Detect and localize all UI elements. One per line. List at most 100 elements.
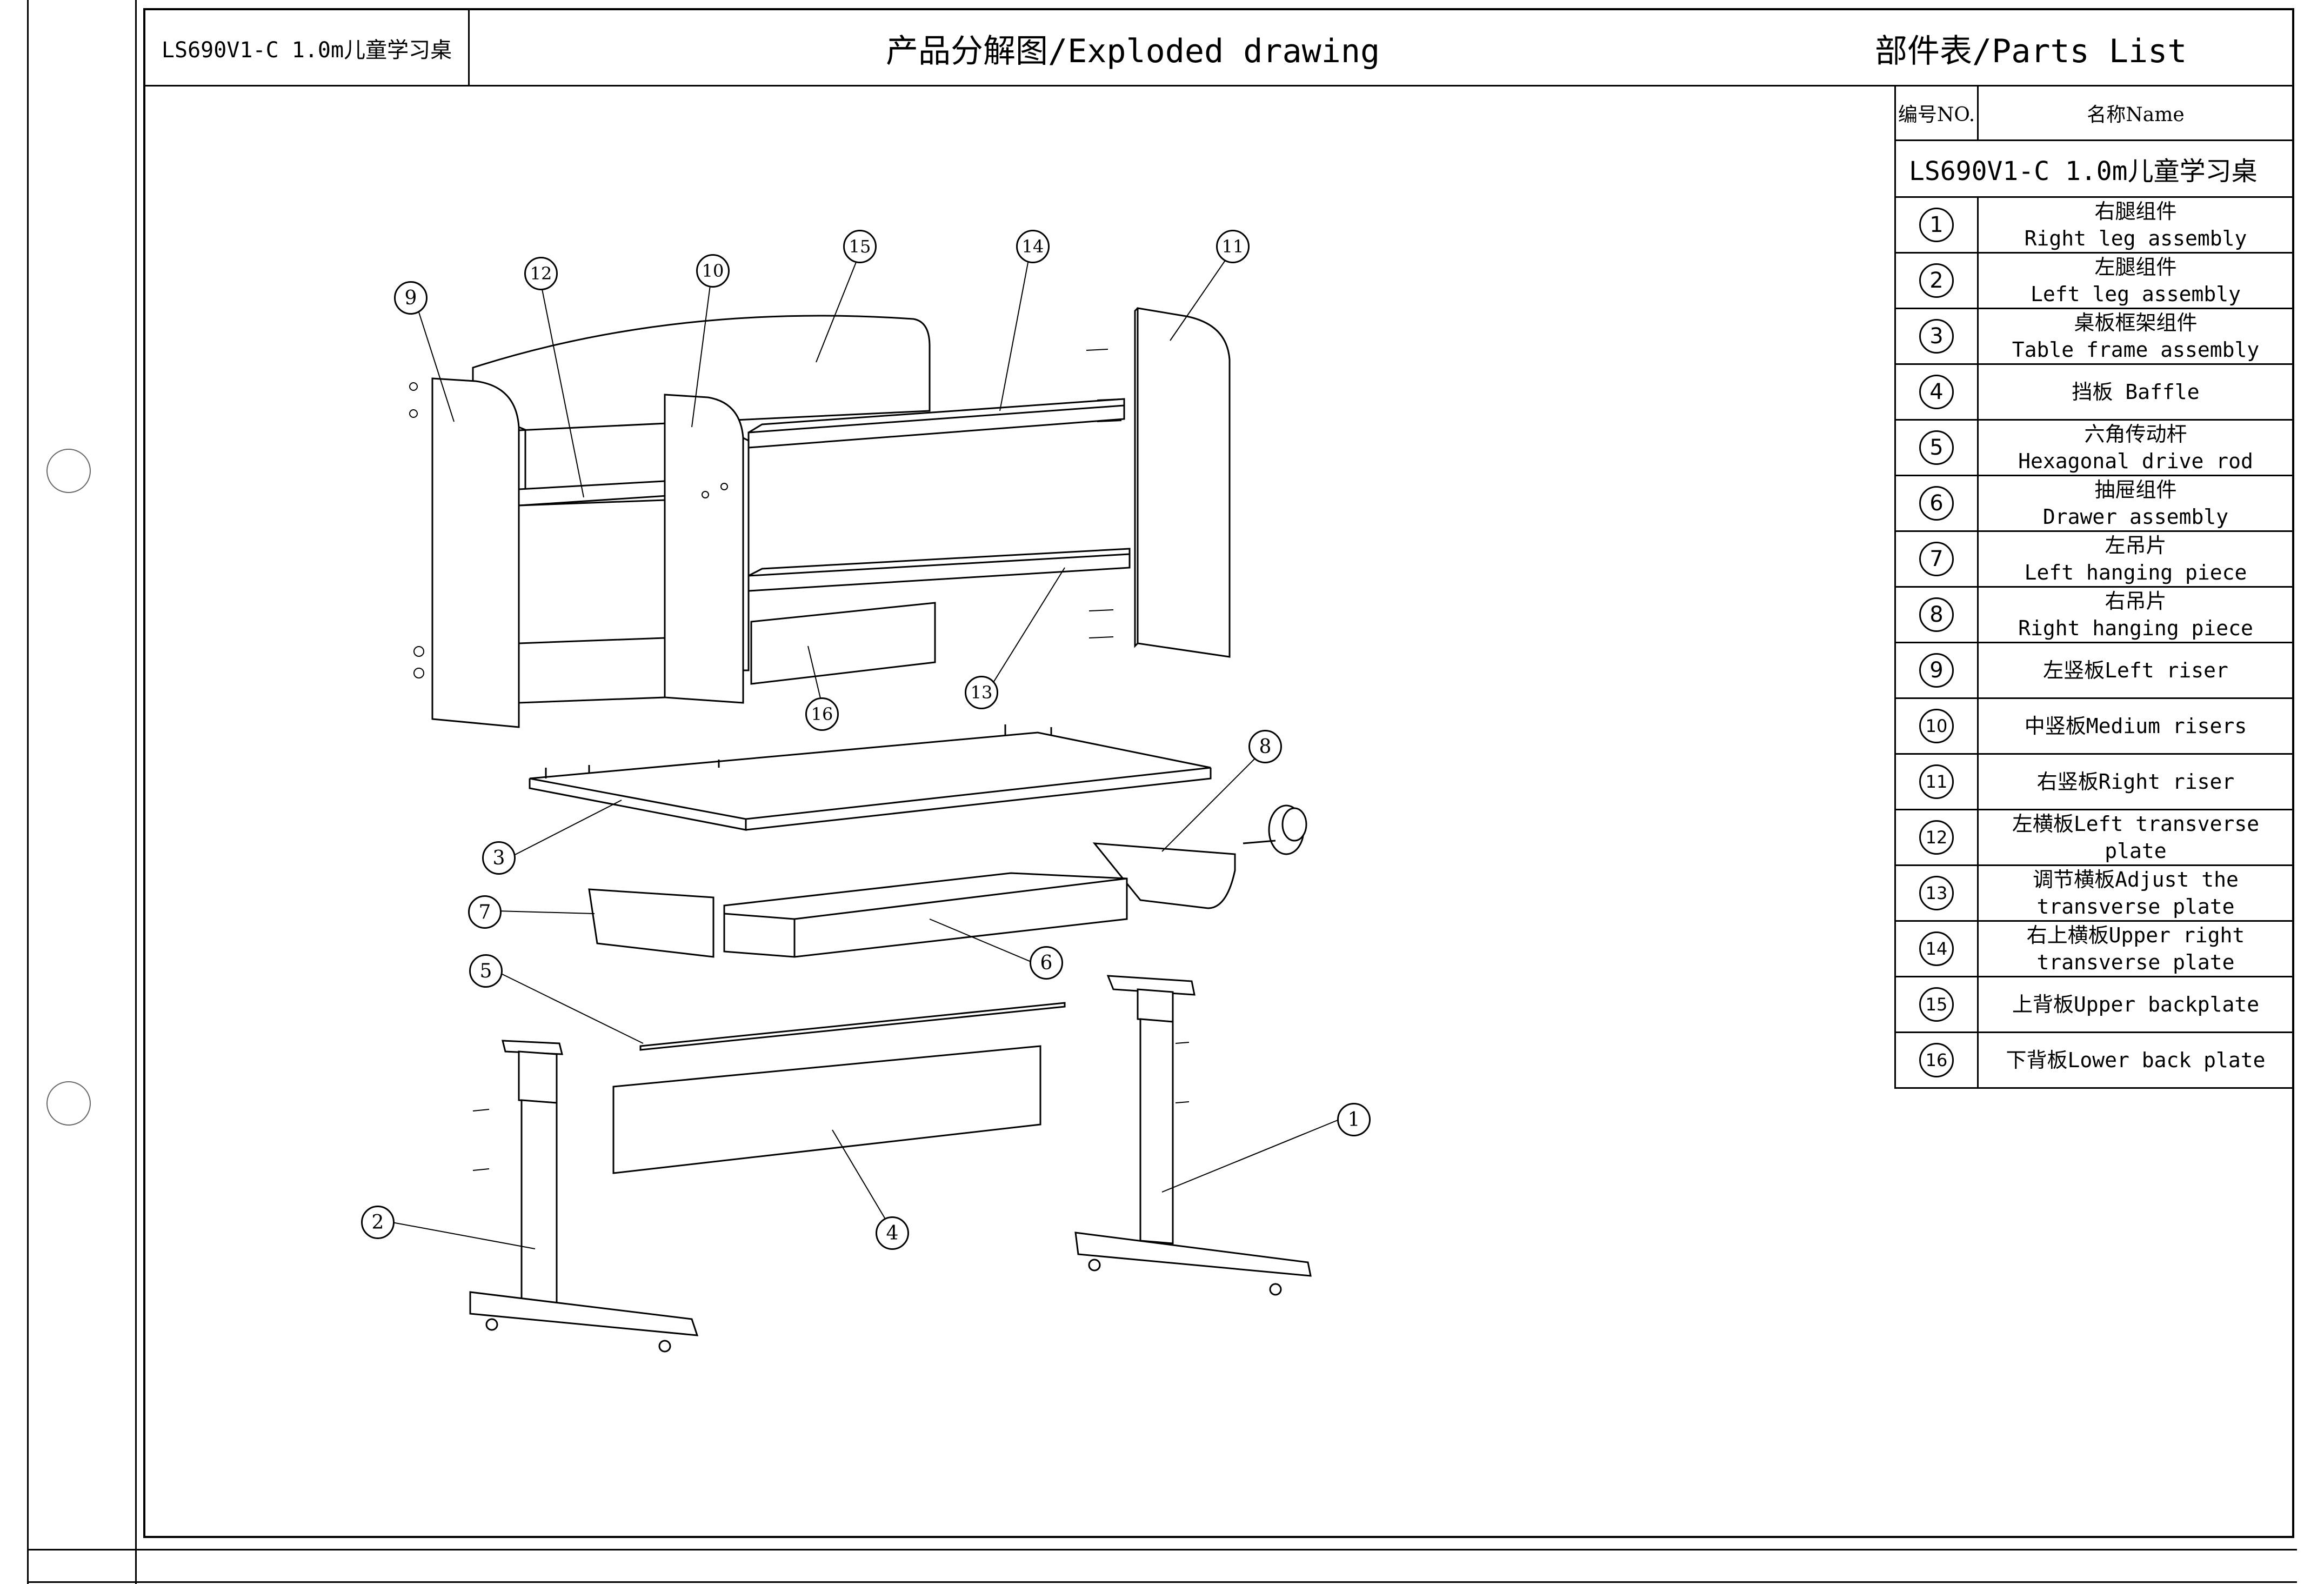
callout-14-label: 14 [1021, 236, 1044, 257]
part-name-cell: 挡板 Baffle [1977, 363, 2294, 421]
callout-9-label: 9 [404, 287, 417, 309]
lower-backplate [750, 602, 936, 685]
part-number: 14 [1919, 931, 1954, 966]
callout-10: 10 [696, 254, 730, 288]
part-number: 2 [1919, 263, 1954, 298]
part-name-zh: 右吊片 [2105, 589, 2167, 613]
part-number: 8 [1919, 597, 1954, 632]
part-name-zh: 桌板框架组件 [2074, 311, 2198, 335]
bottom-strip-bottom [27, 1581, 2297, 1583]
part-name-en: Hexagonal drive rod [2018, 449, 2253, 473]
part-number-cell: 10 [1894, 697, 1979, 755]
part-number-cell: 6 [1894, 475, 1979, 532]
callout-12-label: 12 [530, 263, 552, 284]
callout-4: 4 [876, 1216, 909, 1250]
part-number-cell: 15 [1894, 976, 1979, 1033]
callout-11: 11 [1216, 230, 1250, 263]
margin-line-left [27, 0, 29, 1584]
callout-4-label: 4 [886, 1222, 899, 1244]
callout-3: 3 [482, 841, 516, 875]
callout-7: 7 [468, 895, 502, 929]
part-name-cell: 调节横板Adjust the transverse plate [1977, 864, 2294, 922]
part-name-cell: 右吊片 Right hanging piece [1977, 586, 2294, 643]
drawer-assembly [723, 872, 1128, 958]
left-riser [431, 377, 520, 728]
callout-14: 14 [1016, 230, 1050, 263]
part-name-en: transverse plate [2036, 895, 2235, 919]
parts-row: 10 中竖板Medium risers [1894, 697, 2294, 755]
part-number: 9 [1919, 653, 1954, 688]
part-number-cell: 4 [1894, 363, 1979, 421]
part-number-cell: 9 [1894, 642, 1979, 699]
adjust-transverse-plate [747, 553, 1131, 592]
bottom-strip-top [27, 1549, 2297, 1550]
callout-1-label: 1 [1347, 1108, 1360, 1131]
part-name-en: transverse plate [2036, 950, 2235, 974]
medium-riser [664, 394, 744, 704]
callout-16: 16 [805, 697, 839, 731]
part-name-cell: 左竖板Left riser [1977, 642, 2294, 699]
part-name-zh: 右竖板Right riser [2036, 770, 2235, 794]
product-name: LS690V1-C 1.0m儿童学习桌 [1894, 139, 2294, 198]
callout-11-label: 11 [1221, 236, 1244, 257]
callout-5: 5 [469, 954, 503, 988]
part-name-zh: 左吊片 [2105, 534, 2167, 557]
hex-drive-rod [639, 1002, 1066, 1051]
parts-row: 8 右吊片 Right hanging piece [1894, 586, 2294, 643]
part-number-cell: 13 [1894, 864, 1979, 922]
part-name-cell: 右竖板Right riser [1977, 753, 2294, 810]
callout-1: 1 [1337, 1103, 1371, 1136]
parts-table-product-row: LS690V1-C 1.0m儿童学习桌 [1894, 139, 2294, 198]
part-name-en: Drawer assembly [2042, 505, 2229, 529]
right-riser [1137, 307, 1231, 658]
punch-hole-bottom [46, 1081, 91, 1126]
callout-13: 13 [965, 676, 998, 709]
parts-row: 15 上背板Upper backplate [1894, 976, 2294, 1033]
margin-line-binder [135, 0, 137, 1584]
part-number-cell: 3 [1894, 308, 1979, 365]
part-number-cell: 1 [1894, 196, 1979, 254]
part-number: 15 [1919, 987, 1954, 1022]
title-block-model: LS690V1-C 1.0m儿童学习桌 [145, 10, 470, 86]
upper-backplate [472, 315, 931, 434]
left-hanging-piece [588, 888, 714, 958]
part-name-zh: 左竖板Left riser [2043, 658, 2228, 682]
part-name-zh: 调节横板Adjust the [2033, 868, 2239, 891]
parts-table-header: 编号NO. 名称Name [1894, 85, 2294, 141]
callout-12: 12 [524, 257, 558, 290]
callout-3-label: 3 [492, 847, 505, 869]
part-name-zh: 左腿组件 [2094, 255, 2177, 279]
part-name-cell: 上背板Upper backplate [1977, 976, 2294, 1033]
parts-row: 13 调节横板Adjust the transverse plate [1894, 864, 2294, 922]
part-name-zh: 左横板Left transverse [2012, 812, 2260, 836]
part-number: 12 [1919, 820, 1954, 855]
right-hanging-piece [1092, 842, 1236, 909]
callout-8: 8 [1248, 730, 1282, 763]
crank-handle [1243, 804, 1307, 855]
callout-8-label: 8 [1259, 735, 1272, 758]
part-number: 5 [1919, 430, 1954, 465]
part-name-zh: 右上横板Upper right [2026, 923, 2245, 947]
part-name-en: Right hanging piece [2018, 616, 2253, 640]
callout-16-label: 16 [811, 704, 833, 724]
part-name-zh: 中竖板Medium risers [2024, 714, 2247, 738]
left-leg-assembly [469, 1040, 699, 1353]
part-number: 10 [1919, 709, 1954, 743]
part-number: 16 [1919, 1043, 1954, 1077]
part-name-zh: 上背板Upper backplate [2012, 993, 2260, 1016]
callout-9: 9 [394, 281, 428, 315]
parts-row: 14 右上横板Upper right transverse plate [1894, 920, 2294, 977]
